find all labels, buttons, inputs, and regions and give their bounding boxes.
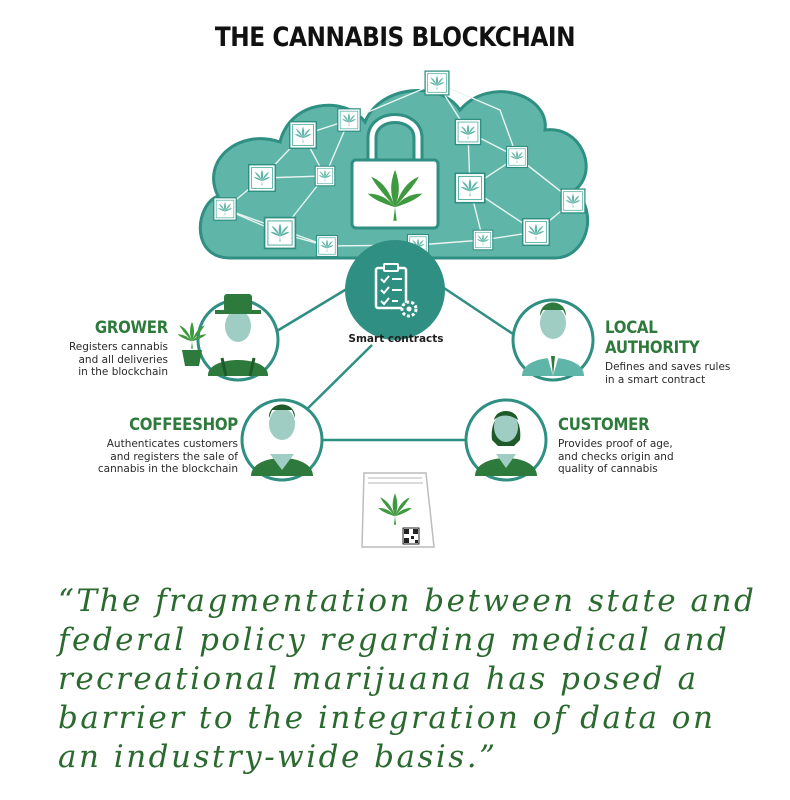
quote-line: “The fragmentation between state and	[58, 583, 757, 619]
role-description: Authenticates customers and registers th…	[97, 438, 238, 475]
role-name: CUSTOMER	[558, 415, 650, 435]
role-grower: GROWER Registers cannabis and all delive…	[40, 318, 168, 379]
local-authority-avatar	[511, 298, 595, 382]
role-description: Registers cannabis and all deliveries in…	[68, 341, 168, 378]
qr-code-icon	[402, 527, 420, 545]
page-title: THE CANNABIS BLOCKCHAIN	[214, 22, 576, 53]
role-name: COFFEESHOP	[129, 415, 238, 435]
role-name: LOCAL AUTHORITY	[605, 318, 700, 358]
grower-avatar	[177, 294, 280, 382]
role-local-authority: LOCAL AUTHORITY Defines and saves rules …	[605, 318, 775, 386]
bag-icon	[361, 472, 435, 548]
quote-line: federal policy regarding medical and	[58, 622, 730, 658]
padlock-icon	[350, 113, 440, 230]
customer-avatar	[464, 398, 548, 482]
role-coffeeshop: COFFEESHOP Authenticates customers and r…	[60, 415, 238, 476]
quote-line: barrier to the integration of data on	[58, 700, 716, 736]
role-name: GROWER	[94, 318, 168, 338]
coffeeshop-avatar	[240, 398, 324, 482]
role-description: Provides proof of age, and checks origin…	[558, 438, 674, 475]
quote-line: recreational marijuana has posed a	[58, 661, 699, 697]
clipboard-gear-icon	[345, 240, 445, 340]
quote-text: “The fragmentation between state and fed…	[58, 582, 778, 777]
role-description: Defines and saves rules in a smart contr…	[605, 361, 731, 386]
role-customer: CUSTOMER Provides proof of age, and chec…	[558, 415, 728, 476]
smart-contracts-label: Smart contracts	[348, 333, 444, 345]
quote-line: an industry-wide basis.”	[58, 739, 498, 775]
